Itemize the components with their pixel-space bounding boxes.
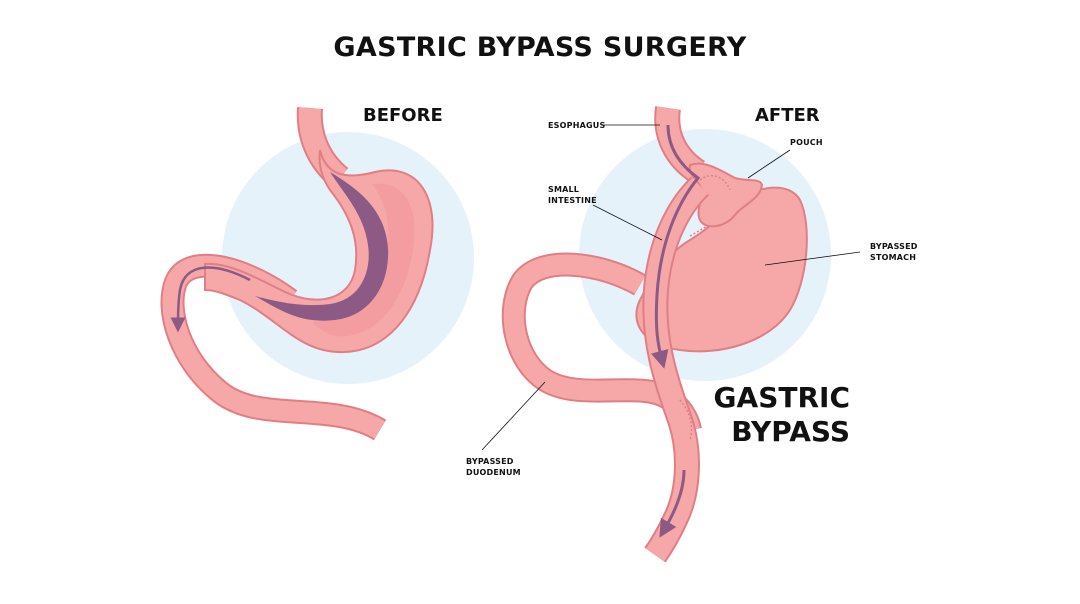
procedure-label-line1: GASTRIC bbox=[713, 381, 850, 414]
page-title: GASTRIC BYPASS SURGERY bbox=[333, 32, 747, 63]
leader-small-intestine bbox=[592, 204, 663, 241]
after-illustration bbox=[481, 106, 861, 563]
before-arrow bbox=[170, 266, 251, 333]
label-small-intestine: SMALL INTESTINE bbox=[548, 185, 597, 205]
label-esophagus: ESOPHAGUS bbox=[548, 121, 606, 130]
before-heading: BEFORE bbox=[363, 105, 443, 126]
procedure-label-line2: BYPASS bbox=[731, 415, 850, 448]
after-heading: AFTER bbox=[755, 105, 820, 126]
after-exit-arrow bbox=[659, 469, 686, 538]
after-bypassed-stomach bbox=[635, 186, 808, 353]
after-food-path bbox=[650, 124, 701, 369]
leader-bypassed-duodenum bbox=[481, 381, 546, 451]
leader-bypassed-stomach bbox=[764, 251, 861, 266]
label-bypassed-stomach: BYPASSED STOMACH bbox=[870, 242, 918, 262]
leader-pouch bbox=[747, 149, 791, 179]
label-bypassed-duodenum: BYPASSED DUODENUM bbox=[466, 457, 521, 477]
after-pouch-staple-line bbox=[699, 174, 731, 191]
before-illustration bbox=[160, 107, 474, 441]
after-anastomosis-stitches bbox=[679, 399, 693, 441]
label-pouch: POUCH bbox=[790, 138, 823, 147]
